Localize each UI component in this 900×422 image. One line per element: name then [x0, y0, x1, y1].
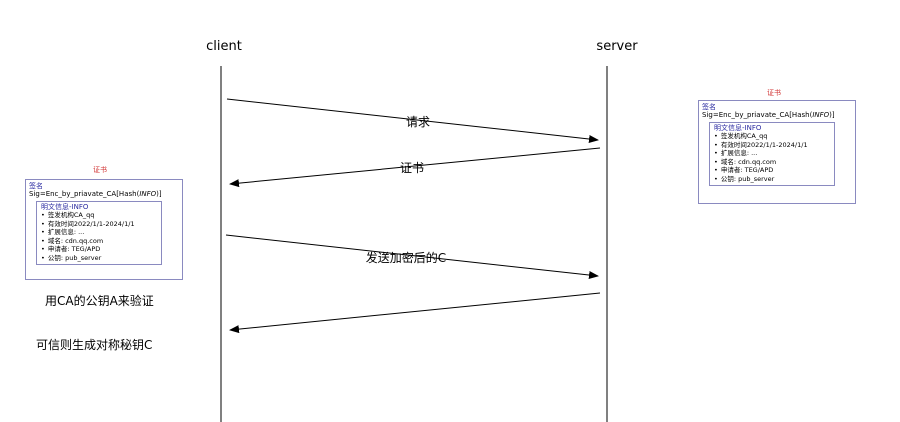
- server-info-list: 签发机构CA_qq 有效时间2022/1/1-2024/1/1 扩展信息: ..…: [714, 132, 830, 183]
- info-item-validity: 有效时间2022/1/1-2024/1/1: [41, 220, 157, 229]
- info-item-applicant: 申请者: TEG/APD: [714, 166, 830, 175]
- encrypted-key-label: 发送加密后的C: [366, 250, 446, 265]
- info-item-domain: 域名: cdn.qq.com: [41, 237, 157, 246]
- info-item-issuer: 签发机构CA_qq: [714, 132, 830, 141]
- info-item-domain: 域名: cdn.qq.com: [714, 158, 830, 167]
- client-signature-formula: Sig=Enc_by_priavate_CA[Hash(INFO)]: [29, 190, 162, 198]
- client-info-list: 签发机构CA_qq 有效时间2022/1/1-2024/1/1 扩展信息: ..…: [41, 211, 157, 262]
- client-lane-label: client: [206, 39, 242, 54]
- server-certificate-box: 签名 Sig=Enc_by_priavate_CA[Hash(INFO)] 明文…: [698, 100, 856, 204]
- response-arrow: [229, 292, 601, 334]
- server-info-title: 明文信息-INFO: [714, 124, 762, 132]
- server-lane-label: server: [596, 39, 638, 54]
- certificate-label: 证书: [400, 161, 424, 175]
- encrypted-key-arrow: [225, 234, 599, 279]
- info-item-issuer: 签发机构CA_qq: [41, 211, 157, 220]
- info-item-extension: 扩展信息: ...: [714, 149, 830, 158]
- info-item-validity: 有效时间2022/1/1-2024/1/1: [714, 141, 830, 150]
- server-info-box: 明文信息-INFO 签发机构CA_qq 有效时间2022/1/1-2024/1/…: [709, 122, 835, 186]
- client-info-box: 明文信息-INFO 签发机构CA_qq 有效时间2022/1/1-2024/1/…: [36, 201, 162, 265]
- info-item-applicant: 申请者: TEG/APD: [41, 245, 157, 254]
- info-item-extension: 扩展信息: ...: [41, 228, 157, 237]
- client-info-title: 明文信息-INFO: [41, 203, 89, 211]
- client-certificate-box: 签名 Sig=Enc_by_priavate_CA[Hash(INFO)] 明文…: [25, 179, 183, 280]
- info-item-public-key: 公钥: pub_server: [41, 254, 157, 263]
- server-signature-label: 签名: [702, 103, 716, 111]
- client-signature-label: 签名: [29, 182, 43, 190]
- server-certificate-title: 证书: [767, 89, 781, 97]
- request-arrow: [226, 98, 599, 143]
- client-certificate-title: 证书: [93, 166, 107, 174]
- certificate-arrow: [229, 147, 601, 188]
- verify-with-ca-note: 用CA的公钥A来验证: [45, 294, 154, 308]
- server-signature-formula: Sig=Enc_by_priavate_CA[Hash(INFO)]: [702, 111, 835, 119]
- request-label: 请求: [406, 115, 430, 129]
- info-item-public-key: 公钥: pub_server: [714, 175, 830, 184]
- generate-symmetric-key-note: 可信则生成对称秘钥C: [36, 338, 153, 352]
